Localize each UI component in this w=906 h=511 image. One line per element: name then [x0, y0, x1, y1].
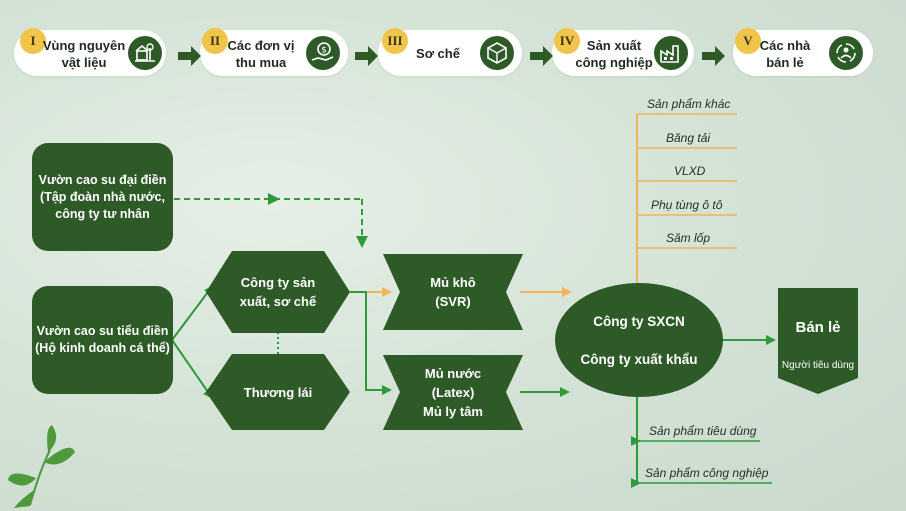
product-top-2: Băng tải: [666, 131, 711, 145]
step-5: V Các nhà bán lẻ: [733, 28, 873, 76]
retail-subtitle: Người tiêu dùng: [781, 360, 855, 371]
dry-rubber-label: Mủ khô (SVR): [430, 275, 476, 309]
step-arrow-3: [530, 46, 553, 66]
step-2-label: Các đơn vị thu mua: [227, 38, 295, 70]
step-4: IV Sản xuất công nghiệp: [552, 28, 694, 76]
svg-text:$: $: [321, 46, 327, 56]
product-bottom-1: Sản phẩm tiêu dùng: [649, 424, 757, 438]
leaf-decoration: [8, 425, 75, 508]
step-1-label: Vùng nguyên vật liệu: [42, 38, 126, 70]
dry-rubber-shape: [383, 254, 523, 330]
latex-label: Mủ nước (Latex) Mủ ly tâm: [423, 366, 483, 419]
step-3: III Sơ chế: [378, 28, 522, 76]
retail-title: Bán lẻ: [795, 319, 841, 336]
processor-hexagon: [206, 251, 350, 333]
product-top-4: Phụ tùng ô tô: [651, 198, 723, 212]
company-ellipse: [555, 283, 723, 397]
trader-label: Thương lái: [243, 385, 313, 400]
step-3-label: Sơ chế: [416, 46, 460, 61]
step-1-badge: I: [20, 28, 46, 54]
retail-icon: [829, 36, 863, 70]
company-label: Công ty SXCN Công ty xuất khẩu: [580, 314, 698, 367]
step-4-badge: IV: [554, 28, 580, 54]
product-top-1: Sản phẩm khác: [647, 97, 731, 111]
step-3-badge: III: [382, 28, 408, 54]
step-arrow-2: [355, 46, 378, 66]
retail-shape: [778, 288, 858, 394]
step-2-badge: II: [202, 28, 228, 54]
factory-icon: [654, 36, 688, 70]
product-top-3: VLXD: [674, 164, 706, 178]
processor-label: Công ty sản xuất, sơ chế: [239, 275, 317, 309]
product-bottom-2: Sản phẩm công nghiệp: [645, 466, 769, 480]
step-arrow-4: [702, 46, 725, 66]
step-arrow-1: [178, 46, 201, 66]
latex-shape: [383, 355, 523, 430]
small-plantation-box: Vườn cao su tiểu điền (Hộ kinh doanh cá …: [32, 286, 173, 394]
money-hand-icon: $: [306, 36, 340, 70]
step-2: II Các đơn vị thu mua $: [200, 28, 348, 76]
product-top-5: Săm lốp: [666, 231, 711, 245]
step-arrows: [178, 46, 725, 66]
step-4-label: Sản xuất công nghiệp: [575, 38, 653, 70]
box-icon: [480, 36, 514, 70]
step-5-label: Các nhà bán lẻ: [759, 38, 811, 70]
trader-hexagon: [206, 354, 350, 430]
step-5-badge: V: [735, 28, 761, 54]
large-plantation-box: Vườn cao su đại điền (Tập đoàn nhà nước,…: [32, 143, 173, 251]
farm-icon: [128, 36, 162, 70]
step-1: I Vùng nguyên vật liệu: [14, 28, 166, 76]
